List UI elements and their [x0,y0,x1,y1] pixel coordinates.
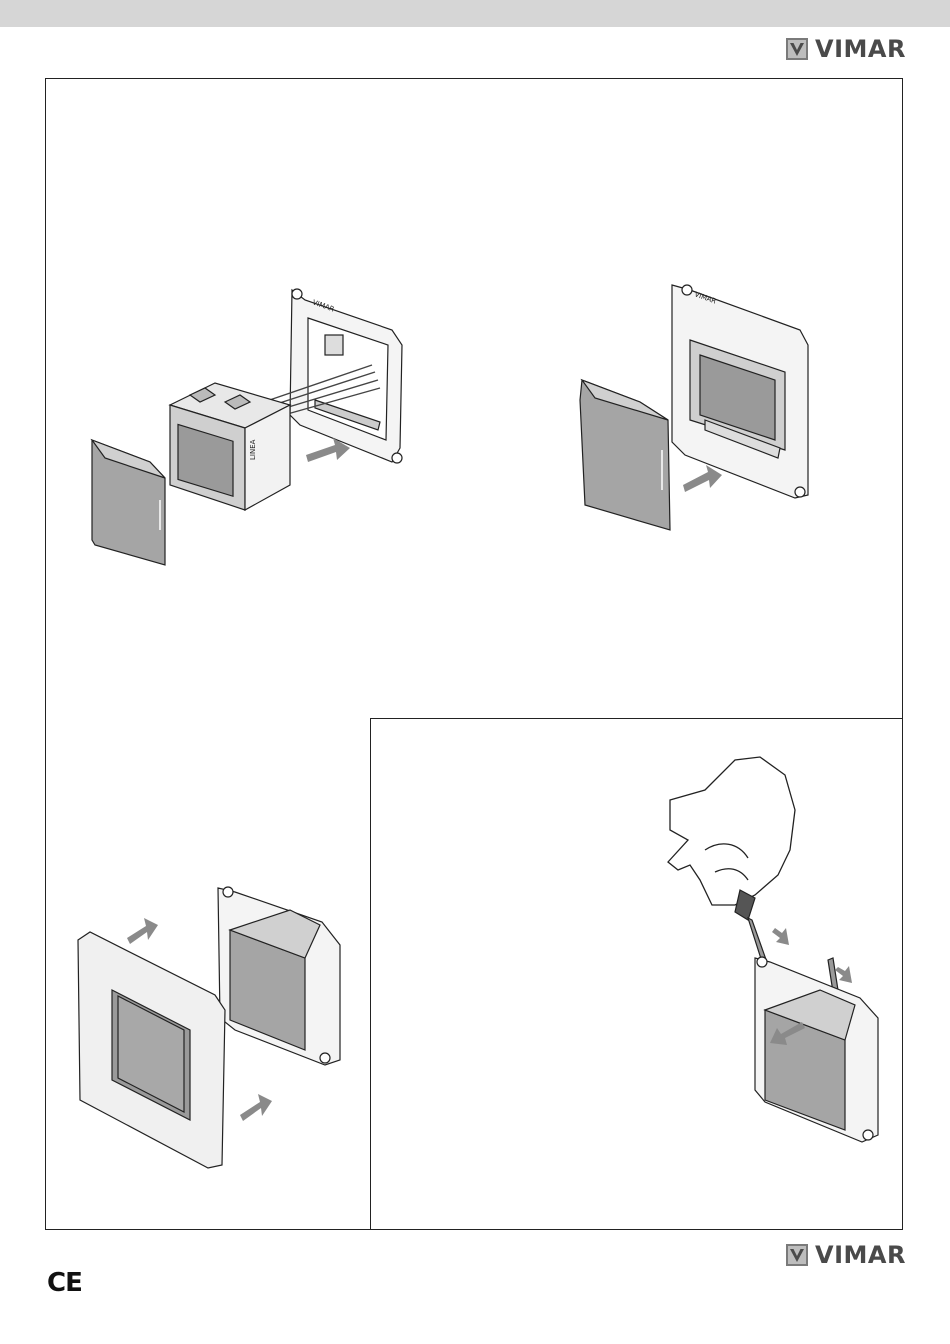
vimar-logo-icon [785,37,809,61]
mounting-frame-1 [290,289,402,463]
top-bar [0,0,950,27]
cover-frame-plate [78,932,225,1168]
figure-screwdriver-removal [665,750,895,1150]
mechanism-body [170,383,290,510]
mechanism-side-label: LINEA [249,439,257,460]
figure-cover-attach: VIMAR [575,278,830,538]
brand-name: VIMAR [815,37,906,61]
figure-plate-attach [75,882,355,1172]
hand-icon [668,757,795,905]
ce-mark: CE [47,1268,82,1298]
mounting-frame-4 [755,957,878,1142]
figure-mechanism-insert: VIMAR LINEA [85,280,425,580]
brand-logo: VIMAR [785,37,906,61]
brand-name-footer: VIMAR [815,1243,906,1267]
vimar-logo-icon [785,1243,809,1267]
mounting-frame-3 [218,887,340,1065]
cover-plate-1 [92,440,165,565]
brand-logo-footer: VIMAR [785,1243,906,1267]
mounting-frame-2 [672,285,808,498]
cover-plate-2 [580,380,670,530]
insert-arrow-2 [683,465,722,492]
